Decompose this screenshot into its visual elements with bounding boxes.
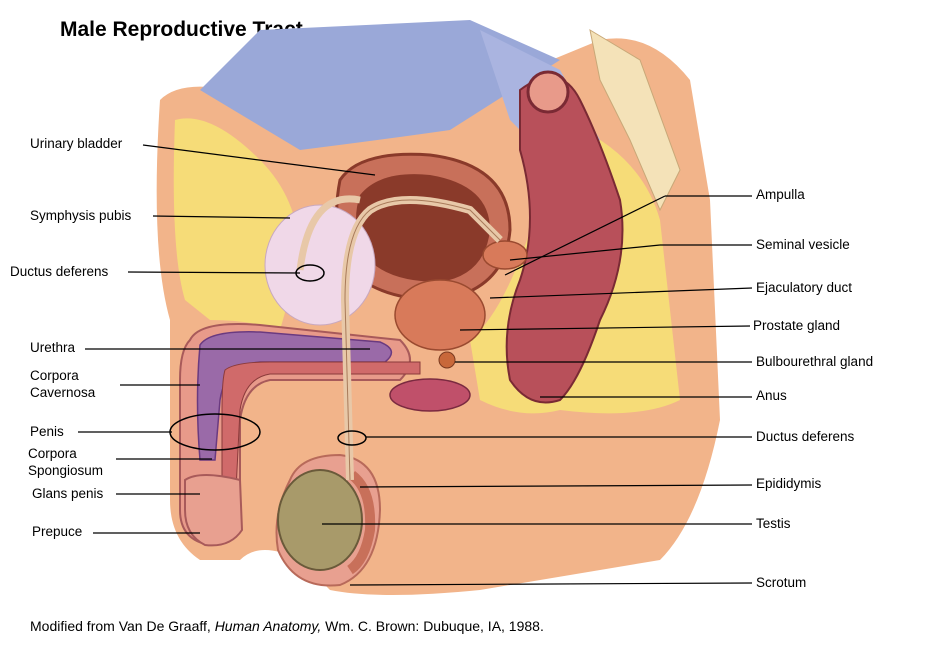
- caption-suffix: Wm. C. Brown: Dubuque, IA, 1988.: [321, 618, 544, 634]
- leader-lines: [78, 144, 753, 586]
- ductus-deferens-marker-lower: [337, 430, 367, 446]
- label-corpora-spongiosum-line2: Spongiosum: [28, 463, 104, 478]
- label-ejaculatory-duct: Ejaculatory duct: [756, 280, 853, 295]
- label-symphysis-pubis: Symphysis pubis: [30, 208, 132, 223]
- label-corpora-spongiosum-line1: Corpora: [28, 446, 77, 461]
- label-prostate-gland: Prostate gland: [753, 318, 841, 333]
- leader-ejaculatory-duct: [489, 287, 753, 299]
- label-glans-penis: Glans penis: [32, 486, 104, 501]
- testis-shape: [277, 469, 363, 571]
- abdominal-cavity: [200, 20, 560, 150]
- label-scrotum: Scrotum: [756, 575, 807, 590]
- label-urinary-bladder: Urinary bladder: [30, 136, 123, 151]
- source-caption: Modified from Van De Graaff, Human Anato…: [30, 618, 544, 634]
- prostate-shape: [394, 279, 486, 351]
- leader-urinary-bladder: [142, 144, 376, 176]
- label-epididymis: Epididymis: [756, 476, 822, 491]
- caption-book-title: Human Anatomy,: [214, 618, 322, 634]
- label-prepuce: Prepuce: [32, 524, 83, 539]
- diagram-title: Male Reproductive Tract: [60, 18, 303, 41]
- label-testis: Testis: [756, 516, 791, 531]
- label-ampulla: Ampulla: [756, 187, 805, 202]
- seminal-vesicle-shape: [482, 240, 528, 270]
- leader-symphysis-pubis: [152, 215, 291, 219]
- glans-shape: [184, 474, 244, 547]
- bulbourethral-shape: [438, 351, 456, 369]
- label-corpora-cavernosa-line1: Corpora: [30, 368, 79, 383]
- leader-prostate-gland: [459, 325, 751, 331]
- colon-lumen: [526, 70, 570, 114]
- label-urethra: Urethra: [30, 340, 76, 355]
- label-penis: Penis: [30, 424, 64, 439]
- label-ductus-deferens-right: Ductus deferens: [756, 429, 855, 444]
- label-seminal-vesicle: Seminal vesicle: [756, 237, 850, 252]
- leader-scrotum: [349, 582, 753, 586]
- corpus-spongiosum-shape: [221, 361, 421, 511]
- epididymis-shape: [346, 471, 376, 575]
- sacrum: [589, 28, 681, 212]
- leader-epididymis: [359, 484, 753, 488]
- ductus-deferens-loop: [296, 195, 361, 271]
- label-anus: Anus: [756, 388, 787, 403]
- bulb-shape: [389, 378, 471, 412]
- caption-prefix: Modified from Van De Graaff,: [30, 618, 215, 634]
- label-bulbourethral-gland: Bulbourethral gland: [756, 354, 874, 369]
- label-ductus-deferens-left: Ductus deferens: [10, 264, 109, 279]
- bladder-lumen: [356, 174, 490, 282]
- leader-ductus-deferens-left: [127, 271, 301, 274]
- label-corpora-cavernosa-line2: Cavernosa: [30, 385, 96, 400]
- rectum: [505, 76, 624, 404]
